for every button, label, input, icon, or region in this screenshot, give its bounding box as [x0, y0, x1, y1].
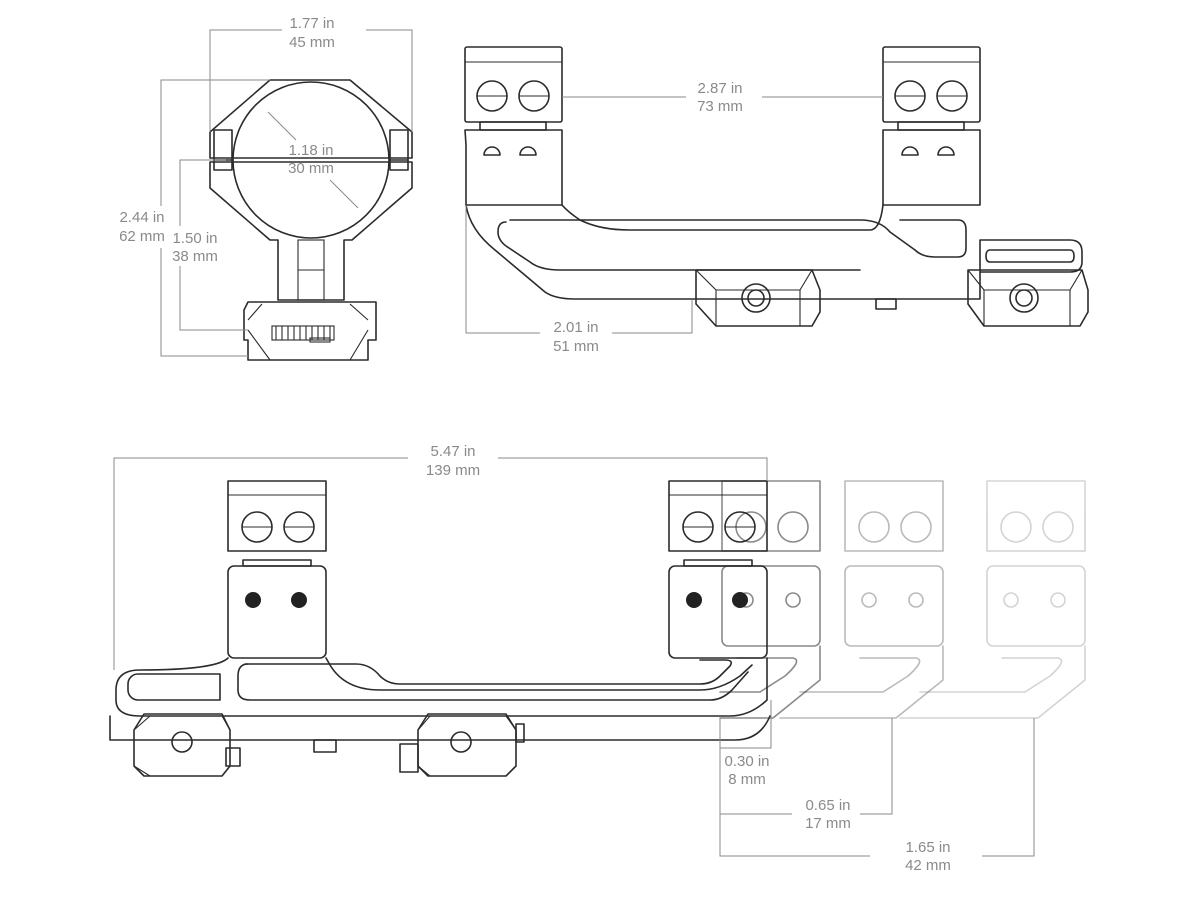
- ring-width-mm: 45 mm: [289, 34, 335, 51]
- overall-length-mm: 139 mm: [426, 462, 480, 479]
- base-length-in: 2.01 in: [553, 319, 598, 336]
- center-height-in: 1.50 in: [172, 230, 217, 247]
- center-height-mm: 38 mm: [172, 248, 218, 265]
- ghost-position-2: [779, 480, 944, 719]
- offset-2-in: 0.65 in: [805, 797, 850, 814]
- front-view: [209, 79, 413, 361]
- total-height-mm: 62 mm: [119, 228, 165, 245]
- offset-1-mm: 8 mm: [728, 771, 766, 788]
- front-view-dimensions: [160, 29, 413, 357]
- overall-length-in: 5.47 in: [430, 443, 475, 460]
- offset-2-mm: 17 mm: [805, 815, 851, 832]
- total-height-in: 2.44 in: [119, 209, 164, 226]
- ring-spacing-mm: 73 mm: [697, 98, 743, 115]
- offset-3-mm: 42 mm: [905, 857, 951, 874]
- ring-bore-mm: 30 mm: [288, 160, 334, 177]
- ring-spacing-in: 2.87 in: [697, 80, 742, 97]
- ring-bore-in: 1.18 in: [288, 142, 333, 159]
- base-length-mm: 51 mm: [553, 338, 599, 355]
- side-view: [464, 46, 1089, 327]
- ring-width-in: 1.77 in: [289, 15, 334, 32]
- ghost-position-3: [899, 480, 1086, 719]
- side-view-dimensions: [465, 96, 883, 334]
- bottom-view-dimensions: [113, 457, 1035, 857]
- bottom-view-mount: [109, 480, 771, 777]
- offset-1-in: 0.30 in: [724, 753, 769, 770]
- offset-3-in: 1.65 in: [905, 839, 950, 856]
